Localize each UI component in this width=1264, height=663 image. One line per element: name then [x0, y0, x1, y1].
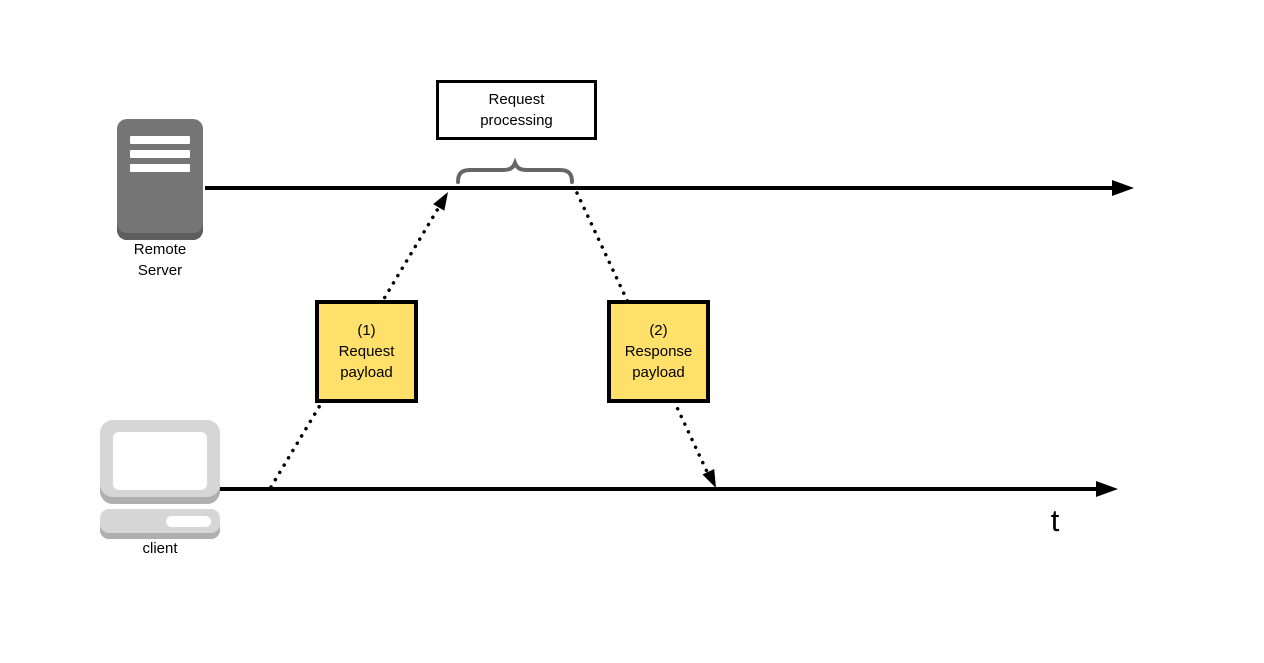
response-arrowhead-icon [702, 468, 716, 488]
processing-brace-icon [456, 157, 574, 184]
server-label: Remote Server [133, 241, 187, 279]
time-axis-label: t [1050, 503, 1060, 538]
request-processing-box: Request processing [436, 80, 597, 140]
server-icon [117, 119, 203, 240]
server-stripe [130, 164, 190, 172]
request-payload-box: (1) Request payload [315, 300, 418, 403]
client-label: client [142, 540, 178, 557]
laptop-icon [100, 420, 220, 504]
response-payload-label: (2) Response payload [624, 322, 693, 381]
request-arrowhead-icon [433, 192, 448, 211]
laptop-touchpad [166, 516, 211, 527]
laptop-base [100, 509, 220, 539]
laptop-screen [113, 432, 207, 490]
request-payload-label: (1) Request payload [338, 322, 395, 381]
client-timeline-arrowhead-icon [1096, 481, 1118, 497]
server-timeline-arrowhead-icon [1112, 180, 1134, 196]
server-stripe [130, 150, 190, 158]
server-stripe [130, 136, 190, 144]
response-payload-box: (2) Response payload [607, 300, 710, 403]
request-processing-label: Request processing [480, 91, 553, 129]
response-arrow [575, 191, 711, 478]
